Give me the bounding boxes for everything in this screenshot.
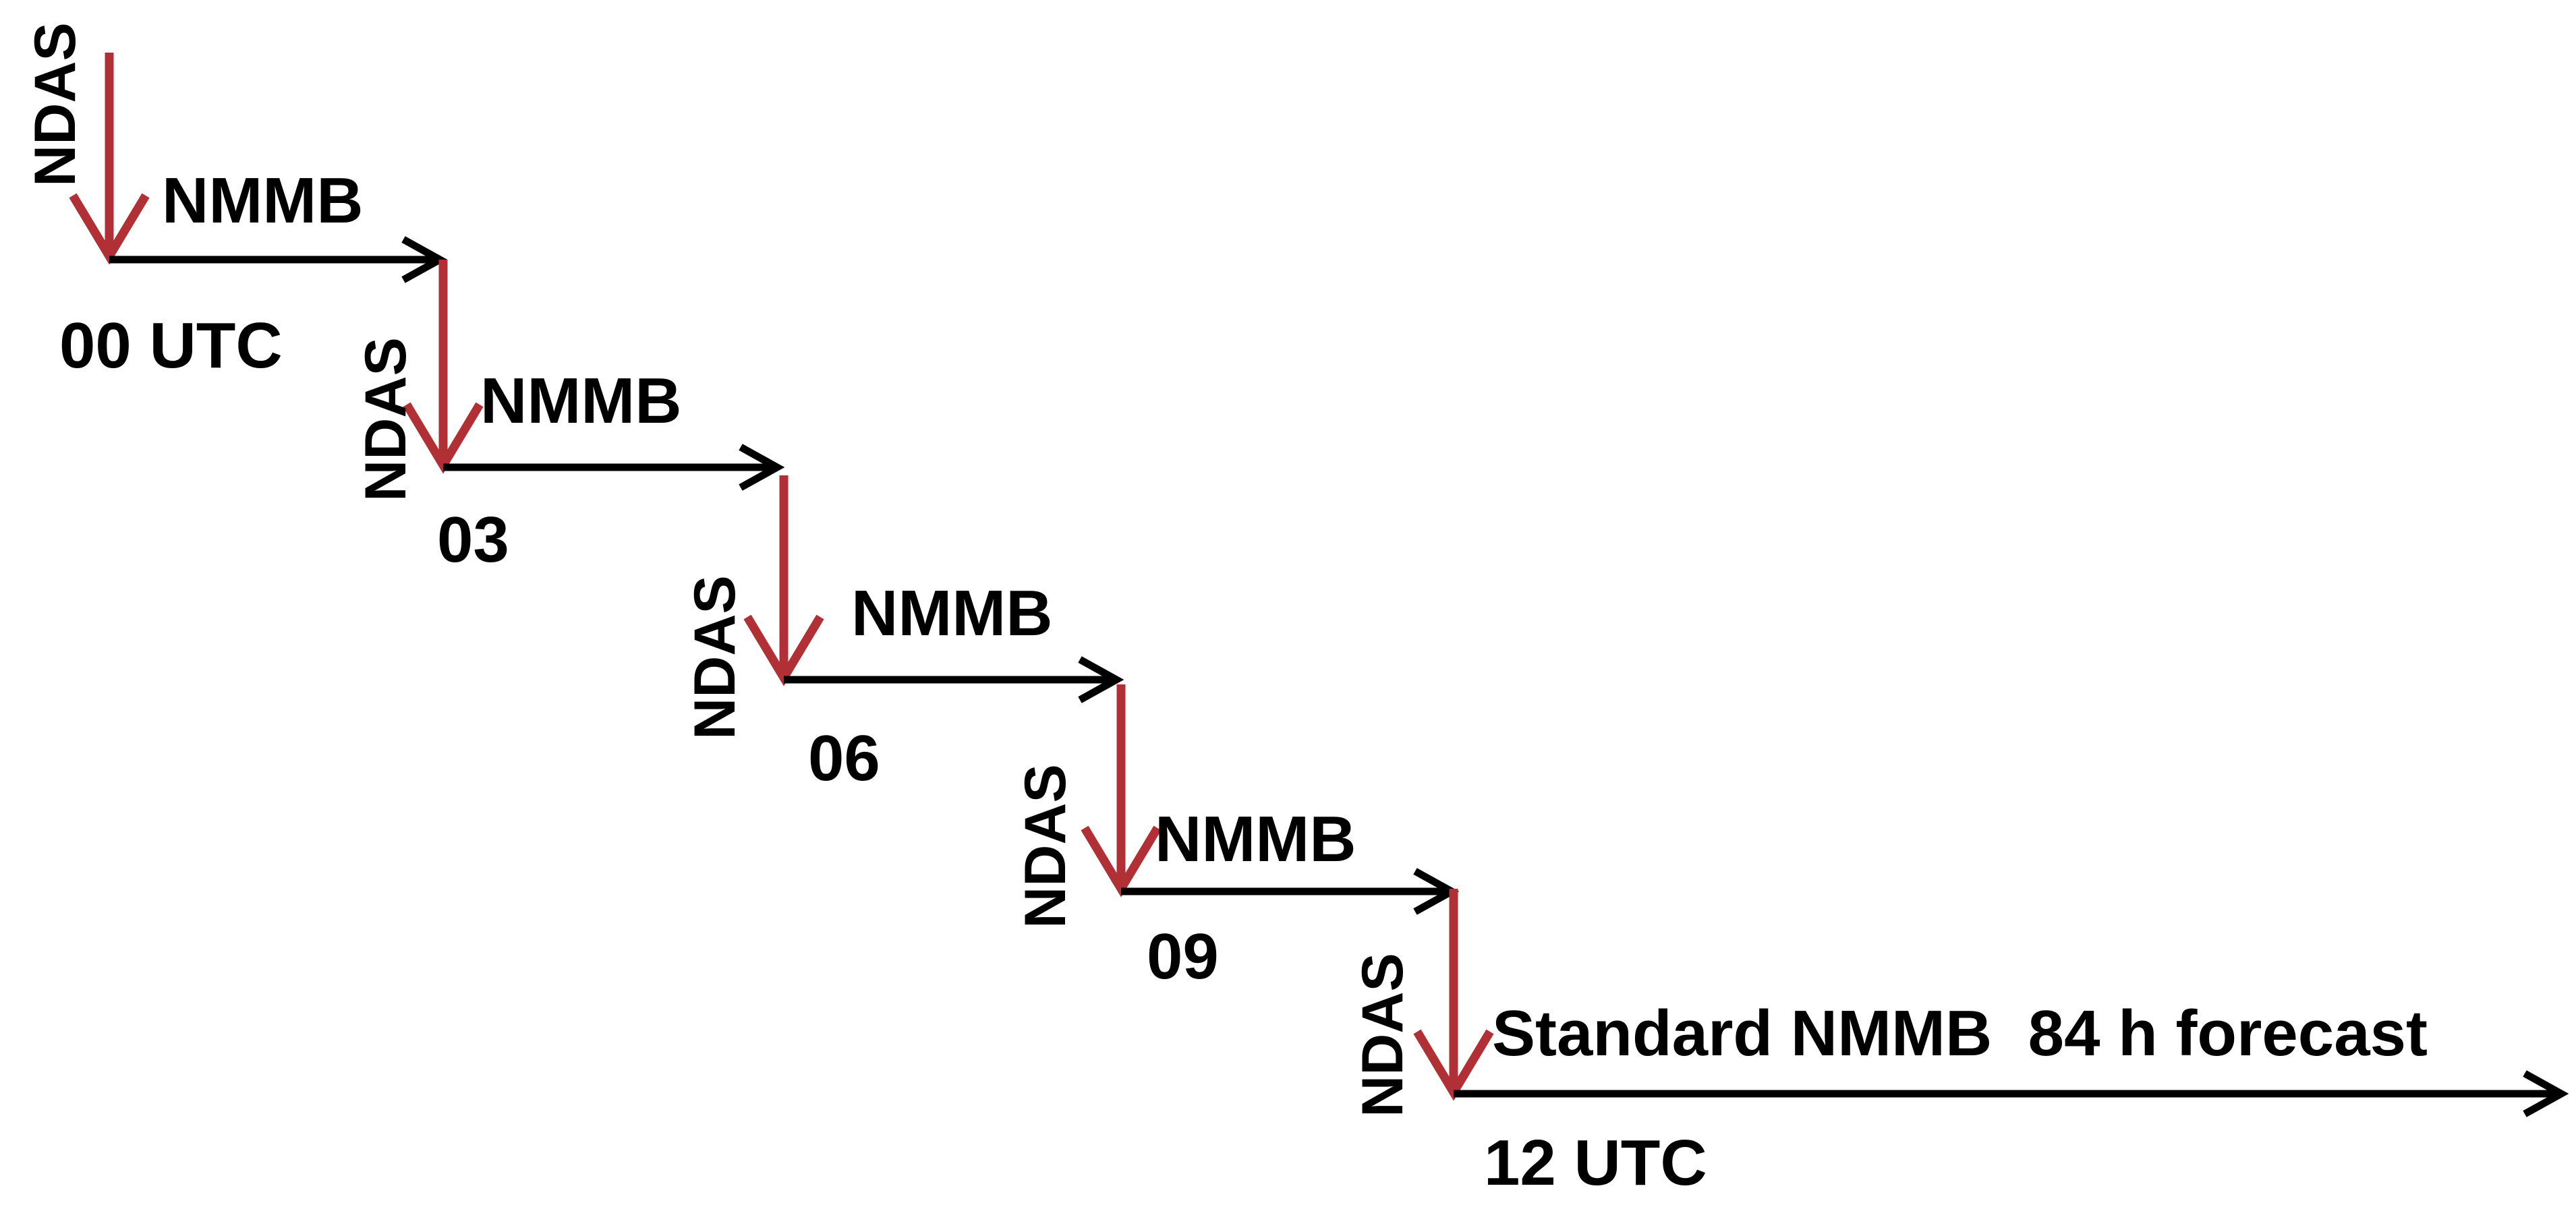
time-label-06: 06: [808, 722, 880, 794]
forecast-label-12: Standard NMMB 84 h forecast: [1492, 997, 2428, 1069]
time-label-00: 00 UTC: [59, 310, 283, 382]
time-label-09: 09: [1147, 920, 1219, 993]
forecast-arrow-06: [784, 656, 1124, 703]
assimilation-arrow-12: [1413, 889, 1494, 1101]
assimilation-arrow-06: [743, 475, 824, 686]
time-label-03: 03: [437, 504, 509, 576]
nmmb-label-00: NMMB: [162, 165, 364, 237]
cycle-03: NDAS NMMB 03: [353, 260, 785, 576]
ndas-label-06: NDAS: [683, 575, 747, 740]
forecast-arrow-03: [443, 444, 785, 491]
assimilation-arrow-09: [1081, 684, 1162, 897]
ndas-label-12: NDAS: [1350, 953, 1415, 1117]
ndas-label-09: NDAS: [1013, 764, 1078, 929]
ndas-label-00: NDAS: [23, 22, 88, 187]
cycle-09: NDAS NMMB 09: [1013, 684, 1460, 993]
cycle-12: NDAS Standard NMMB 84 h forecast 12 UTC: [1350, 889, 2569, 1199]
time-label-12: 12 UTC: [1484, 1127, 1707, 1199]
nmmb-label-06: NMMB: [851, 577, 1053, 649]
forecast-arrow-00: [109, 236, 448, 283]
nmmb-label-03: NMMB: [480, 365, 682, 437]
nmmb-label-09: NMMB: [1155, 803, 1356, 875]
forecast-arrow-09: [1121, 868, 1460, 915]
ndas-label-03: NDAS: [353, 337, 418, 502]
cycle-06: NDAS NMMB 06: [683, 475, 1124, 794]
forecast-arrow-12: [1454, 1070, 2569, 1117]
cycle-00: NDAS NMMB 00 UTC: [23, 22, 448, 382]
